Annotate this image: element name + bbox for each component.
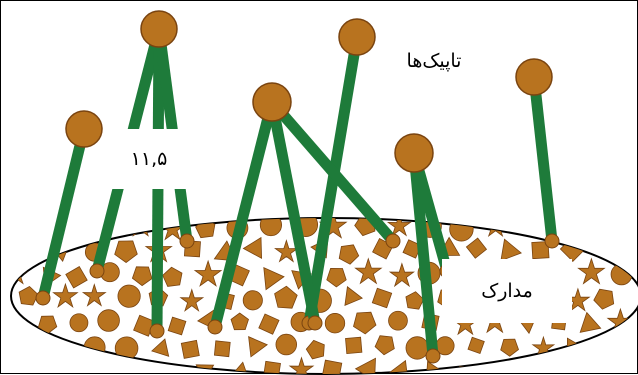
topic-stem	[534, 77, 552, 241]
document-shape	[325, 313, 345, 333]
topic-node	[141, 11, 177, 47]
stem-document-end	[36, 291, 50, 305]
stem-document-end	[90, 264, 104, 278]
stem-document-end	[150, 324, 164, 338]
topic-node	[339, 19, 375, 55]
topics-label: تاپیک‌ها	[387, 43, 481, 79]
document-shape	[214, 341, 230, 357]
number-label: ۱۱,۵	[109, 129, 189, 189]
stem-document-end	[426, 349, 440, 363]
document-shape	[389, 311, 408, 330]
document-shape	[196, 365, 213, 375]
stem-document-end	[308, 316, 322, 330]
stem-document-end	[180, 234, 194, 248]
document-shape	[346, 337, 362, 353]
document-shape	[450, 218, 474, 242]
stem-document-end	[386, 234, 400, 248]
stem-document-end	[545, 234, 559, 248]
document-shape	[115, 337, 138, 360]
document-shape	[406, 337, 428, 359]
document-shape	[54, 340, 71, 357]
documents-label: مدارک	[442, 259, 572, 323]
document-shape	[260, 214, 281, 235]
document-shape	[118, 285, 140, 307]
document-shape	[322, 360, 342, 375]
document-shape	[70, 314, 88, 332]
document-shape	[181, 340, 199, 358]
document-shape	[598, 241, 616, 258]
topic-node	[516, 59, 552, 95]
document-shape	[98, 310, 120, 332]
document-shape	[243, 291, 262, 310]
stem-document-end	[208, 320, 222, 334]
topic-node	[253, 83, 291, 121]
topic-node	[395, 134, 433, 172]
document-shape	[276, 334, 297, 355]
topic-node	[66, 111, 102, 147]
